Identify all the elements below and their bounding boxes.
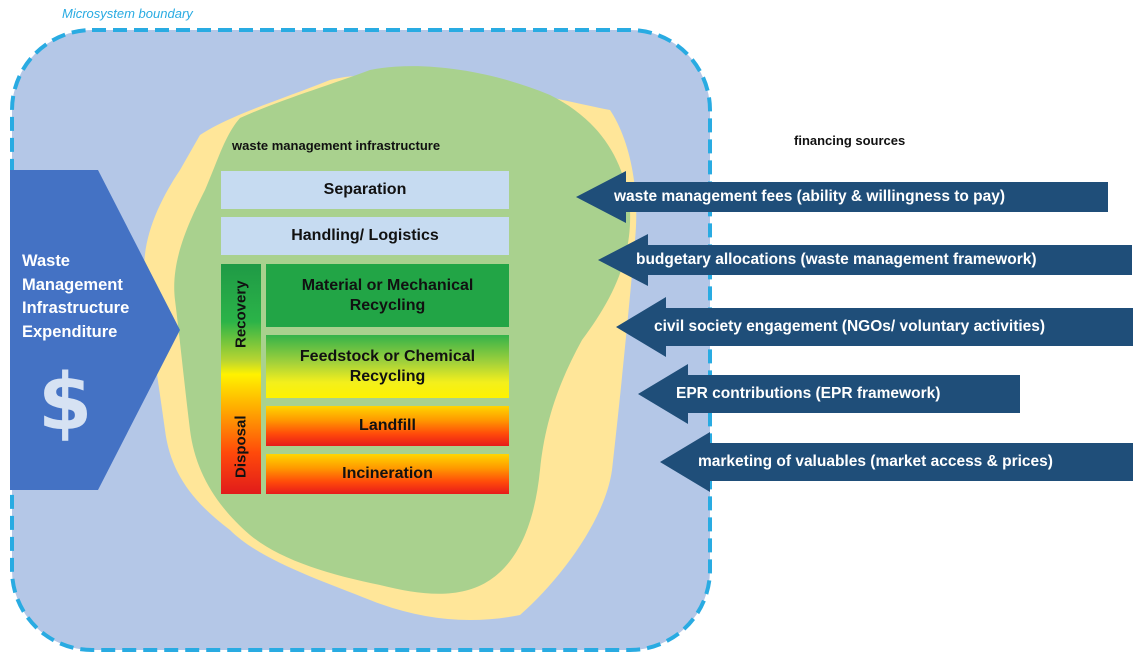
- financing-sources-title: financing sources: [794, 133, 906, 148]
- disposal-label: Disposal: [232, 415, 250, 479]
- stage-feedstock-recycling: Feedstock or Chemical Recycling: [266, 335, 509, 398]
- financing-label: EPR contributions (EPR framework): [676, 385, 941, 402]
- microsystem-boundary-label: Microsystem boundary: [62, 6, 193, 21]
- expenditure-line: Waste: [22, 252, 70, 270]
- stage-landfill: Landfill: [266, 406, 509, 446]
- dollar-icon: $: [38, 358, 93, 448]
- stage-incineration: Incineration: [266, 454, 509, 494]
- financing-label: civil society engagement (NGOs/ voluntar…: [654, 318, 1046, 335]
- infrastructure-title: waste management infrastructure: [232, 138, 441, 153]
- expenditure-line: Management: [22, 275, 123, 294]
- expenditure-label: Waste Management Infrastructure Expendit…: [22, 250, 142, 344]
- stage-material-recycling: Material or Mechanical Recycling: [266, 264, 509, 327]
- expenditure-line: Infrastructure: [22, 299, 130, 318]
- recovery-label: Recovery: [232, 280, 250, 348]
- financing-label: budgetary allocations (waste management …: [636, 251, 1037, 268]
- stage-handling-logistics: Handling/ Logistics: [221, 217, 509, 255]
- financing-label: marketing of valuables (market access & …: [698, 453, 1053, 470]
- recovery-disposal-bar: [221, 264, 261, 494]
- expenditure-line: Expenditure: [22, 322, 118, 341]
- expenditure-arrow: [10, 170, 180, 490]
- financing-label: waste management fees (ability & willing…: [614, 188, 1006, 205]
- stage-separation: Separation: [221, 171, 509, 209]
